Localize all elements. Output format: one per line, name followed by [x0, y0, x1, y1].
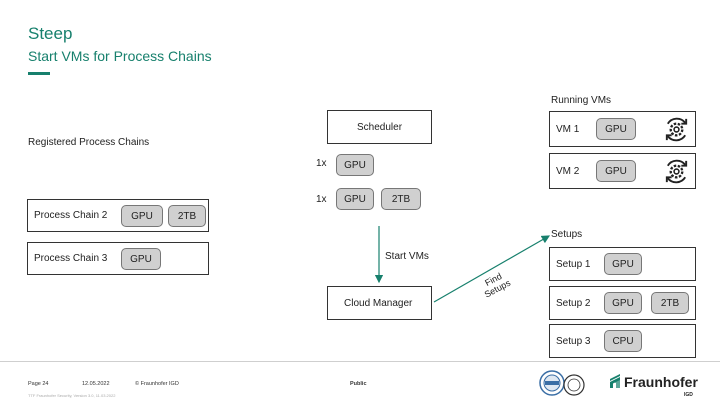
fraunhofer-logo-icon: [610, 374, 620, 388]
process-chain-label: Process Chain 2: [34, 210, 108, 221]
chip-gpu: GPU: [604, 253, 642, 275]
chip-gpu: GPU: [121, 248, 161, 270]
setup-label: Setup 1: [556, 259, 591, 270]
footer-small-print: TTF Fraunhofer Security, Version 3.0, 11…: [28, 393, 116, 398]
footer-divider: [0, 361, 720, 362]
process-chain-3-box: Process Chain 3 GPU: [27, 242, 209, 275]
setup-3-box: Setup 3 CPU: [549, 324, 696, 358]
chip-cpu: CPU: [604, 330, 642, 352]
setup-label: Setup 3: [556, 336, 591, 347]
find-setups-arrow: [433, 235, 551, 303]
certification-seals-icon: [539, 370, 585, 396]
title-accent-bar: [28, 72, 50, 75]
process-chain-label: Process Chain 3: [34, 253, 108, 264]
scheduler-label: Scheduler: [357, 122, 403, 133]
setups-heading: Setups: [551, 229, 583, 240]
gear-sync-icon: [665, 117, 688, 142]
chip-2tb: 2TB: [381, 188, 421, 210]
scheduler-box: Scheduler: [327, 110, 432, 144]
slide-title: Steep: [28, 24, 73, 43]
chip-gpu: GPU: [121, 205, 163, 227]
footer-date: 12.05.2022: [82, 381, 110, 387]
chip-gpu: GPU: [336, 154, 374, 176]
chip-2tb: 2TB: [168, 205, 206, 227]
footer-copyright: © Fraunhofer IGD: [135, 381, 179, 387]
vm-1-box: VM 1 GPU: [549, 111, 696, 147]
requirement-count: 1x: [316, 158, 327, 169]
process-chain-2-box: Process Chain 2 GPU 2TB: [27, 199, 209, 232]
footer-page-number: Page 24: [28, 381, 49, 387]
setup-2-box: Setup 2 GPU 2TB: [549, 286, 696, 320]
cloud-manager-box: Cloud Manager: [327, 286, 432, 320]
registered-chains-heading: Registered Process Chains: [28, 137, 150, 148]
chip-gpu: GPU: [336, 188, 374, 210]
slide-subtitle: Start VMs for Process Chains: [28, 48, 212, 64]
fraunhofer-logo-text: Fraunhofer: [624, 374, 698, 390]
cloud-manager-label: Cloud Manager: [344, 298, 413, 309]
footer-classification: Public: [350, 381, 367, 387]
setup-label: Setup 2: [556, 298, 591, 309]
chip-2tb: 2TB: [651, 292, 689, 314]
setup-1-box: Setup 1 GPU: [549, 247, 696, 281]
fraunhofer-logo-sub: IGD: [684, 392, 693, 398]
chip-gpu: GPU: [596, 160, 636, 182]
chip-gpu: GPU: [604, 292, 642, 314]
requirement-count: 1x: [316, 194, 327, 205]
vm-label: VM 2: [556, 166, 580, 177]
start-vms-label: Start VMs: [385, 251, 429, 262]
chip-gpu: GPU: [596, 118, 636, 140]
vm-2-box: VM 2 GPU: [549, 153, 696, 189]
gear-sync-icon: [665, 159, 688, 184]
running-vms-heading: Running VMs: [551, 95, 612, 106]
vm-label: VM 1: [556, 124, 580, 135]
